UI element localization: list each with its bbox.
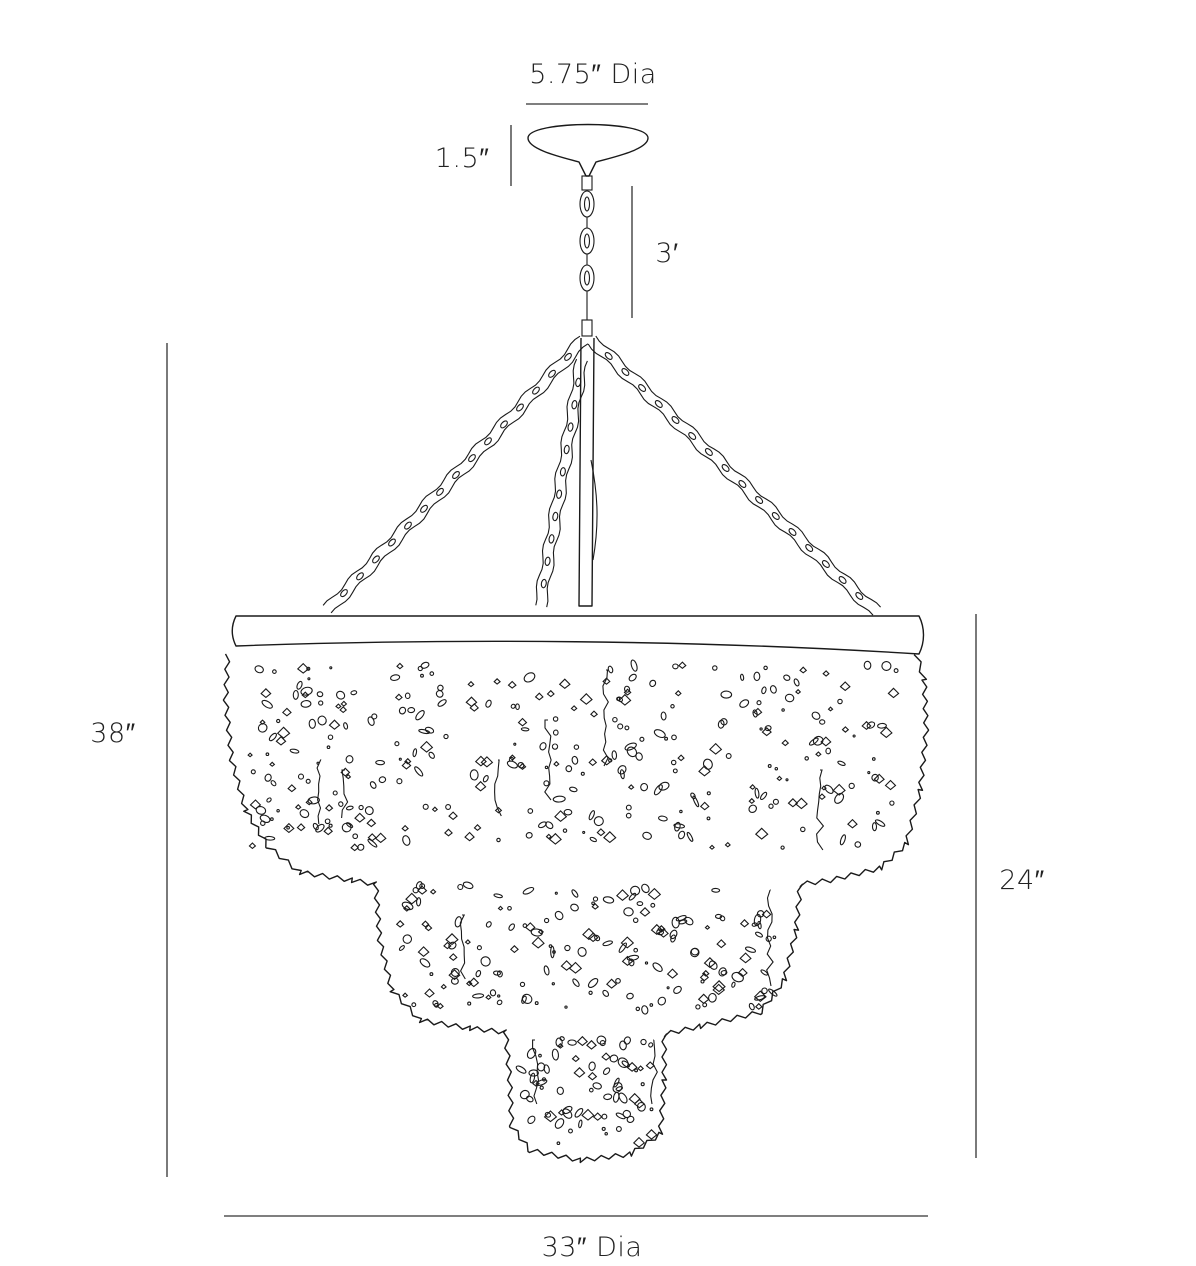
center-chain: [579, 175, 595, 337]
top-ring: [231, 615, 925, 655]
dim-canopy-height: 1.5″: [435, 125, 512, 186]
dim-body-height: 24″: [975, 614, 1044, 1158]
dim-canopy-diameter: 5.75″ Dia: [526, 59, 657, 105]
chain-right: [587, 335, 881, 616]
body-height-label: 24″: [999, 865, 1044, 896]
bead-body-outline: [222, 653, 930, 1164]
chain-length-label: 3′: [655, 238, 678, 269]
canopy-height-label: 1.5″: [435, 143, 490, 174]
dim-chain-length: 3′: [631, 186, 678, 318]
dim-body-diameter: 33″ Dia: [224, 1215, 928, 1263]
suspension-chains: [322, 335, 881, 616]
bead-texture: [247, 659, 900, 1148]
body-diameter-label: 33″ Dia: [542, 1232, 643, 1263]
overall-height-label: 38″: [90, 718, 135, 749]
canopy: [527, 123, 649, 177]
canopy-diameter-label: 5.75″ Dia: [529, 59, 657, 90]
chain-left: [322, 335, 589, 614]
dim-overall-height: 38″: [90, 343, 168, 1177]
chain-center: [535, 358, 588, 608]
center-stem: [578, 337, 598, 607]
